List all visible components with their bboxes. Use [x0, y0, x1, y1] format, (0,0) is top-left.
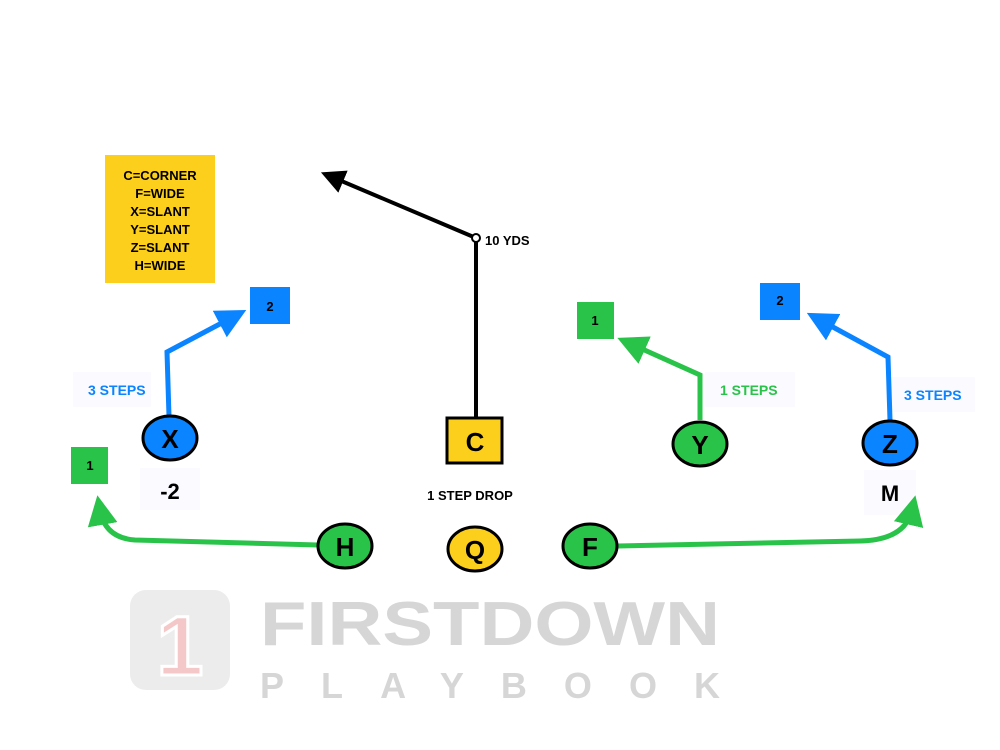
- qb-drop-label: 1 STEP DROP: [427, 488, 513, 503]
- watermark-logo-digit: 1: [157, 599, 204, 693]
- svg-text:H: H: [336, 532, 355, 562]
- x-steps-label: 3 STEPS: [88, 382, 146, 398]
- c-depth-label: 10 YDS: [485, 233, 530, 248]
- svg-text:C: C: [466, 427, 485, 457]
- read-box-x: 2: [250, 287, 290, 324]
- svg-text:X: X: [161, 424, 179, 454]
- legend-box: C=CORNER F=WIDE X=SLANT Y=SLANT Z=SLANT …: [105, 155, 215, 283]
- route-c-break-point: [471, 233, 481, 243]
- legend-line: H=WIDE: [135, 258, 186, 273]
- player-c[interactable]: C: [445, 416, 504, 465]
- legend-line: C=CORNER: [123, 168, 197, 183]
- y-steps-label: 1 STEPS: [720, 382, 778, 398]
- legend-line: F=WIDE: [135, 186, 185, 201]
- player-f[interactable]: F: [561, 522, 619, 570]
- watermark: 1 FIRSTDOWN PLAYBOOK: [130, 590, 720, 706]
- route-x: [164, 309, 247, 417]
- player-q[interactable]: Q: [446, 525, 504, 573]
- route-c: [320, 170, 478, 418]
- svg-text:2: 2: [266, 299, 273, 314]
- svg-text:1: 1: [591, 313, 598, 328]
- route-y: [617, 336, 703, 420]
- watermark-logo: [130, 590, 230, 690]
- watermark-brand: FIRSTDOWN: [260, 590, 720, 659]
- svg-text:Z: Z: [882, 429, 898, 459]
- read-box-y: 1: [577, 302, 614, 339]
- svg-text:F: F: [582, 532, 598, 562]
- svg-text:2: 2: [776, 293, 783, 308]
- z-motion-label: M: [881, 481, 899, 506]
- read-box-z: 2: [760, 283, 800, 320]
- legend-line: Z=SLANT: [131, 240, 190, 255]
- read-box-h: 1: [71, 447, 108, 484]
- z-steps-label: 3 STEPS: [904, 387, 962, 403]
- player-z[interactable]: Z: [861, 419, 919, 467]
- svg-text:Q: Q: [465, 535, 485, 565]
- svg-text:Y: Y: [691, 430, 708, 460]
- legend-line: Y=SLANT: [130, 222, 190, 237]
- player-y[interactable]: Y: [671, 420, 729, 468]
- svg-text:1: 1: [86, 458, 93, 473]
- route-f: [617, 495, 924, 549]
- watermark-sub: PLAYBOOK: [260, 665, 720, 706]
- x-depth-label: -2: [160, 479, 180, 504]
- legend-line: X=SLANT: [130, 204, 190, 219]
- route-h: [87, 495, 319, 548]
- route-z: [806, 312, 893, 421]
- player-x[interactable]: X: [141, 414, 199, 462]
- player-h[interactable]: H: [316, 522, 374, 570]
